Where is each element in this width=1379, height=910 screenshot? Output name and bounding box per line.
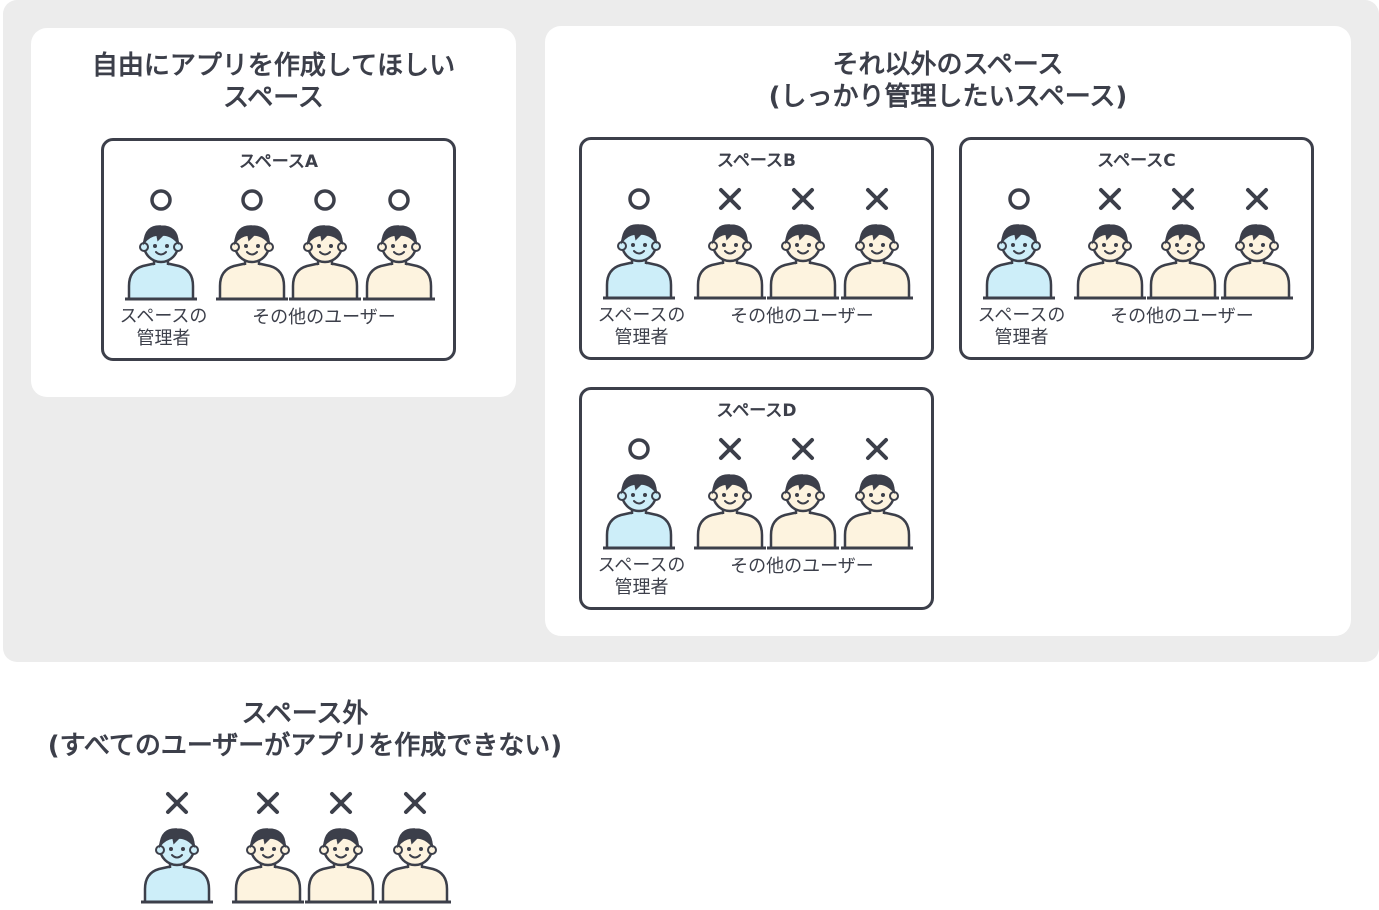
admin-user-icon [125, 225, 197, 301]
denied-mark-icon [330, 792, 352, 814]
admin-label-line2: 管理者 [994, 327, 1049, 348]
admin-label: スペースの 管理者 [594, 305, 689, 349]
denied-mark-icon [719, 188, 741, 210]
space-box-b: スペースB スペースの 管理者 その他のユーザー [579, 137, 934, 360]
space-box-c: スペースC スペースの 管理者 その他のユーザー [959, 137, 1314, 360]
user-icon [305, 828, 377, 904]
space-figures [125, 189, 435, 301]
managed-panel-title: それ以外のスペース (しっかり管理したいスペース) [545, 49, 1351, 113]
user-icon [767, 474, 839, 550]
admin-label-line1: スペースの [119, 306, 208, 327]
admin-label-line1: スペースの [597, 305, 686, 326]
space-box-a: スペースA スペースの 管理者 その他のユーザー [101, 138, 456, 361]
space-title: スペースA [238, 152, 319, 172]
denied-mark-icon [866, 188, 888, 210]
allowed-mark-icon [314, 189, 336, 211]
user-icon [1074, 224, 1146, 300]
admin-user-icon [983, 224, 1055, 300]
admin-label: スペースの 管理者 [594, 555, 689, 599]
denied-mark-icon [719, 438, 741, 460]
others-label: その他のユーザー [252, 307, 396, 328]
user-icon [289, 225, 361, 301]
others-label: その他のユーザー [730, 306, 874, 327]
allowed-mark-icon [628, 188, 650, 210]
user-icon [694, 224, 766, 300]
admin-label-line1: スペースの [977, 305, 1066, 326]
space-title: スペースC [1097, 151, 1176, 171]
space-title: スペースD [716, 401, 797, 421]
user-icon [767, 224, 839, 300]
space-figures [603, 188, 913, 300]
allowed-mark-icon [388, 189, 410, 211]
admin-label-line2: 管理者 [614, 577, 669, 598]
free-panel-title: 自由にアプリを作成してほしい スペース [31, 50, 516, 114]
admin-label-line2: 管理者 [614, 327, 669, 348]
denied-mark-icon [404, 792, 426, 814]
others-label: その他のユーザー [1110, 306, 1254, 327]
user-icon [841, 474, 913, 550]
allowed-mark-icon [150, 189, 172, 211]
free-panel-title-line2: スペース [223, 83, 324, 113]
user-icon [379, 828, 451, 904]
space-title: スペースB [717, 151, 796, 171]
admin-label: スペースの 管理者 [974, 305, 1069, 349]
denied-mark-icon [866, 438, 888, 460]
denied-mark-icon [792, 188, 814, 210]
outside-figures [141, 792, 451, 904]
space-box-d: スペースD スペースの 管理者 その他のユーザー [579, 387, 934, 610]
user-icon [216, 225, 288, 301]
allowed-mark-icon [628, 438, 650, 460]
admin-label-line1: スペースの [597, 555, 686, 576]
denied-mark-icon [166, 792, 188, 814]
user-icon [363, 225, 435, 301]
managed-panel-title-line1: それ以外のスペース [832, 50, 1064, 80]
managed-panel-title-line2: (しっかり管理したいスペース) [768, 82, 1128, 112]
others-label: その他のユーザー [730, 556, 874, 577]
outside-title-line1: スペース外 [241, 699, 369, 729]
denied-mark-icon [1172, 188, 1194, 210]
user-icon [841, 224, 913, 300]
user-icon [1147, 224, 1219, 300]
allowed-mark-icon [241, 189, 263, 211]
denied-mark-icon [1099, 188, 1121, 210]
admin-user-icon [603, 474, 675, 550]
free-panel-title-line1: 自由にアプリを作成してほしい [91, 51, 456, 81]
outside-title: スペース外 (すべてのユーザーがアプリを作成できない) [30, 698, 580, 762]
denied-mark-icon [792, 438, 814, 460]
outside-title-line2: (すべてのユーザーがアプリを作成できない) [47, 731, 563, 761]
user-icon [1221, 224, 1293, 300]
allowed-mark-icon [1008, 188, 1030, 210]
user-icon [694, 474, 766, 550]
space-figures [603, 438, 913, 550]
denied-mark-icon [257, 792, 279, 814]
admin-user-icon [603, 224, 675, 300]
admin-user-icon [141, 828, 213, 904]
admin-label: スペースの 管理者 [116, 306, 211, 350]
denied-mark-icon [1246, 188, 1268, 210]
space-figures [983, 188, 1293, 300]
admin-label-line2: 管理者 [136, 328, 191, 349]
user-icon [232, 828, 304, 904]
